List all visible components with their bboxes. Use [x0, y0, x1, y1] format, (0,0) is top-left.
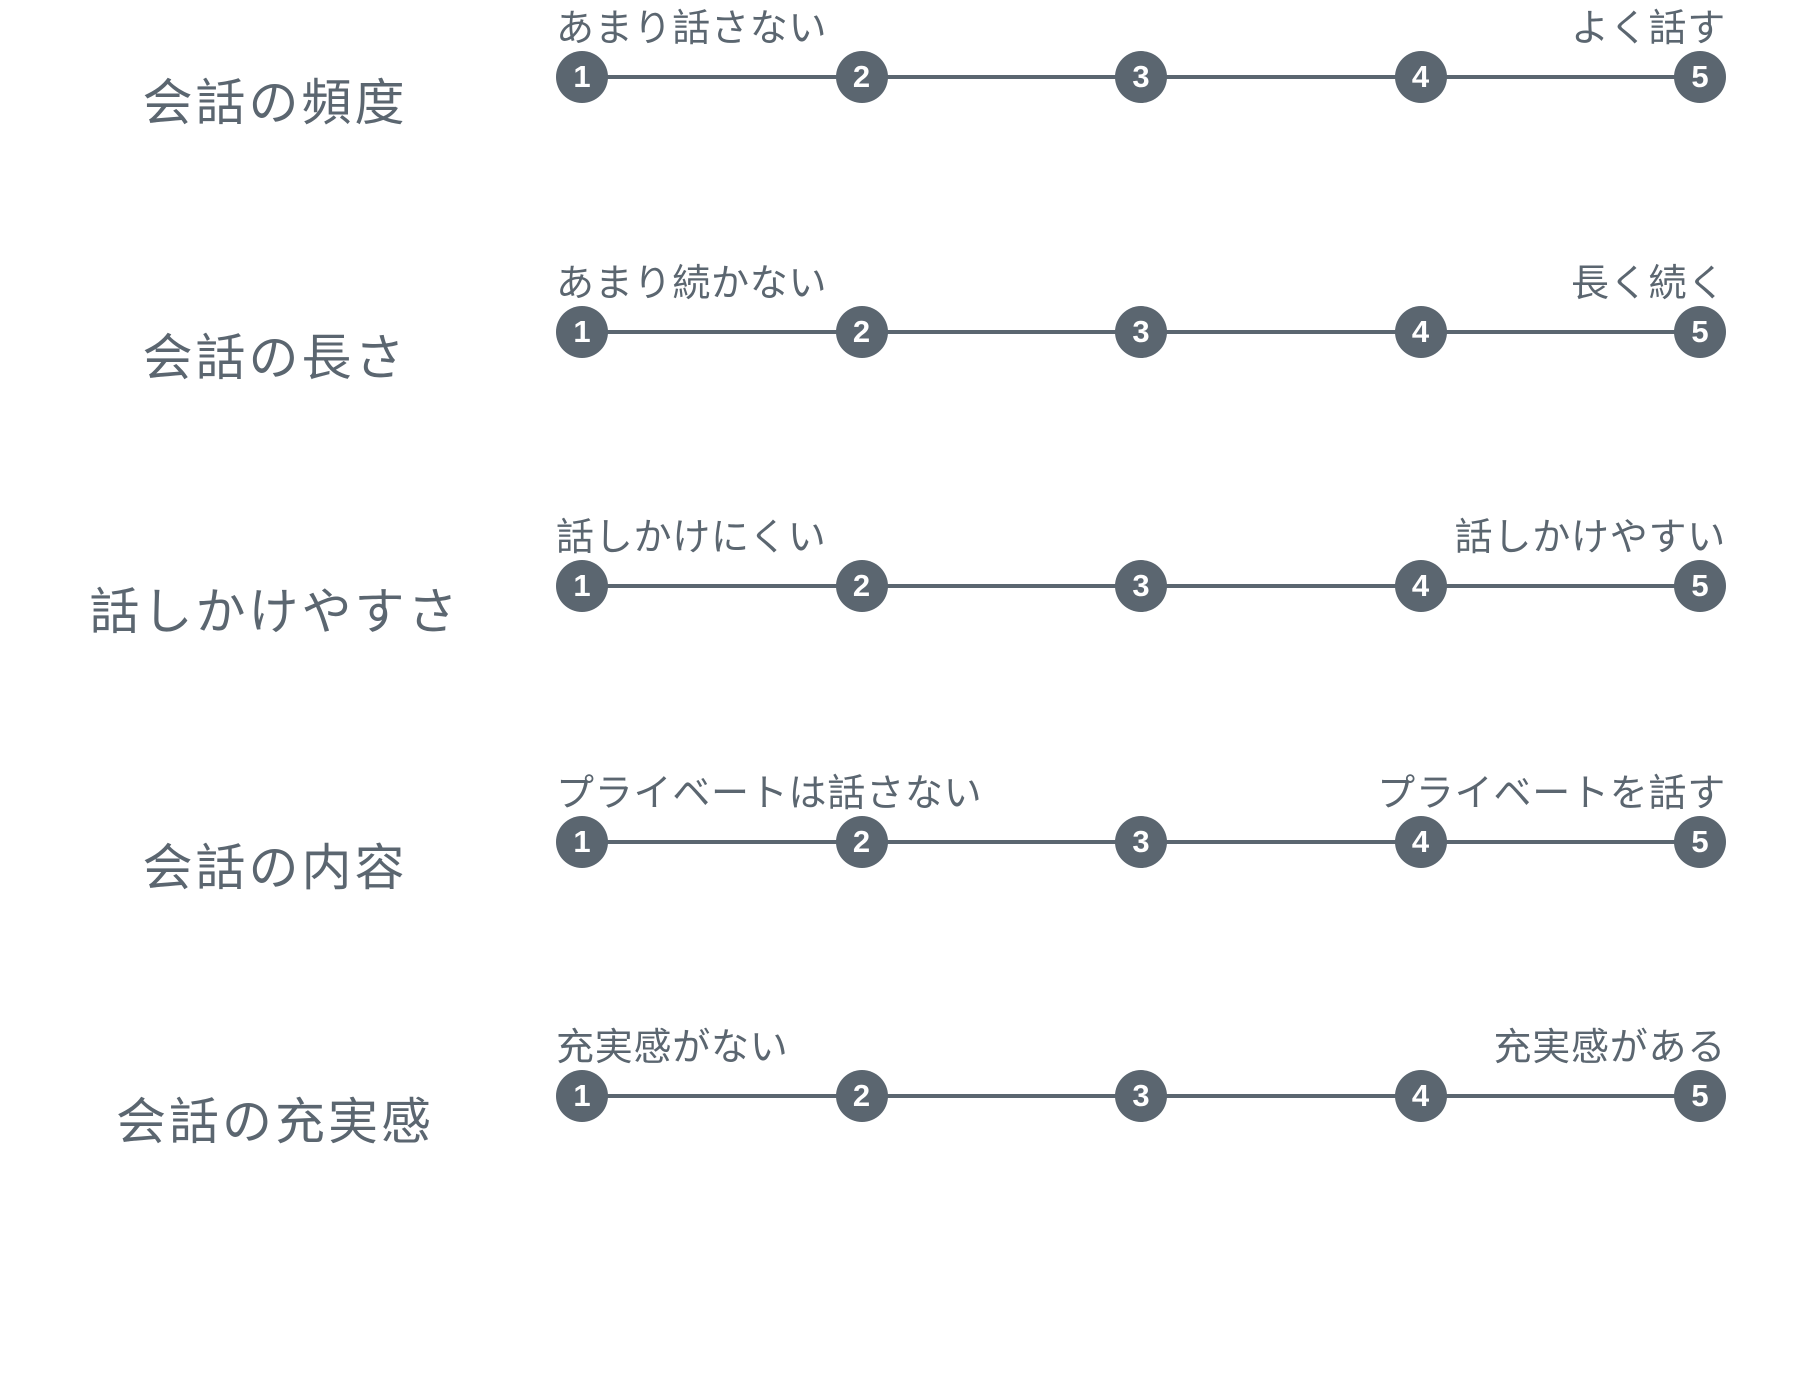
scale-point-5[interactable]: 5: [1674, 306, 1726, 358]
scale-point-3[interactable]: 3: [1115, 816, 1167, 868]
anchor-band: プライベートは話さない プライベートを話す: [556, 769, 1726, 823]
anchor-label-low: あまり続かない: [556, 263, 828, 305]
scale-track: 1 2 3 4 5: [556, 816, 1726, 868]
anchor-band: 充実感がない 充実感がある: [556, 1023, 1726, 1077]
scale-area: あまり話さない よく話す 1 2 3 4 5: [556, 0, 1726, 200]
likert-row-conversation-fulfillment: 会話の充実感 充実感がない 充実感がある 1 2 3 4 5: [0, 1019, 1800, 1219]
anchor-label-high: プライベートを話す: [1377, 773, 1726, 815]
scale-point-4[interactable]: 4: [1394, 51, 1447, 103]
likert-row-approachability: 話しかけやすさ 話しかけにくい 話しかけやすい 1 2 3 4 5: [0, 509, 1800, 709]
likert-row-conversation-frequency: 会話の頻度 あまり話さない よく話す 1 2 3 4 5: [0, 0, 1800, 200]
scale-point-1[interactable]: 1: [556, 306, 608, 358]
scale-point-4[interactable]: 4: [1394, 306, 1447, 358]
scale-point-1[interactable]: 1: [556, 1070, 608, 1122]
row-label: 会話の充実感: [116, 1094, 434, 1150]
scale-track: 1 2 3 4 5: [556, 306, 1726, 358]
likert-row-conversation-length: 会話の長さ あまり続かない 長く続く 1 2 3 4 5: [0, 255, 1800, 455]
row-label: 会話の長さ: [142, 330, 408, 386]
scale-track: 1 2 3 4 5: [556, 51, 1726, 103]
scale-point-4[interactable]: 4: [1394, 1070, 1447, 1122]
row-label: 会話の頻度: [142, 75, 408, 131]
anchor-label-high: よく話す: [1570, 8, 1726, 50]
likert-row-conversation-content: 会話の内容 プライベートは話さない プライベートを話す 1 2 3 4 5: [0, 765, 1800, 965]
anchor-label-high: 充実感がある: [1493, 1027, 1726, 1069]
anchor-label-low: あまり話さない: [556, 8, 828, 50]
scale-point-2[interactable]: 2: [835, 51, 888, 103]
scale-point-3[interactable]: 3: [1115, 560, 1167, 612]
scale-area: あまり続かない 長く続く 1 2 3 4 5: [556, 255, 1726, 455]
scale-point-5[interactable]: 5: [1674, 560, 1726, 612]
scale-point-3[interactable]: 3: [1115, 306, 1167, 358]
scale-point-2[interactable]: 2: [835, 816, 888, 868]
scale-area: 充実感がない 充実感がある 1 2 3 4 5: [556, 1019, 1726, 1219]
anchor-label-low: 話しかけにくい: [556, 517, 827, 559]
scale-point-4[interactable]: 4: [1394, 816, 1447, 868]
scale-point-1[interactable]: 1: [556, 560, 608, 612]
anchor-label-low: プライベートは話さない: [556, 773, 983, 815]
scale-point-5[interactable]: 5: [1674, 816, 1726, 868]
anchor-band: あまり続かない 長く続く: [556, 259, 1726, 313]
scale-point-2[interactable]: 2: [835, 560, 888, 612]
scale-point-3[interactable]: 3: [1115, 51, 1167, 103]
scale-point-5[interactable]: 5: [1674, 51, 1726, 103]
scale-point-4[interactable]: 4: [1394, 560, 1447, 612]
anchor-label-low: 充実感がない: [556, 1027, 789, 1069]
scale-point-2[interactable]: 2: [835, 306, 888, 358]
scale-area: プライベートは話さない プライベートを話す 1 2 3 4 5: [556, 765, 1726, 965]
scale-point-1[interactable]: 1: [556, 816, 608, 868]
anchor-band: あまり話さない よく話す: [556, 4, 1726, 58]
scale-point-5[interactable]: 5: [1674, 1070, 1726, 1122]
anchor-label-high: 長く続く: [1570, 263, 1726, 305]
scale-track: 1 2 3 4 5: [556, 560, 1726, 612]
anchor-band: 話しかけにくい 話しかけやすい: [556, 513, 1726, 567]
scale-point-2[interactable]: 2: [835, 1070, 888, 1122]
scale-point-1[interactable]: 1: [556, 51, 608, 103]
scale-point-3[interactable]: 3: [1115, 1070, 1167, 1122]
anchor-label-high: 話しかけやすい: [1454, 517, 1726, 559]
row-label: 会話の内容: [142, 840, 408, 896]
row-label: 話しかけやすさ: [89, 584, 461, 640]
scale-track: 1 2 3 4 5: [556, 1070, 1726, 1122]
scale-area: 話しかけにくい 話しかけやすい 1 2 3 4 5: [556, 509, 1726, 709]
